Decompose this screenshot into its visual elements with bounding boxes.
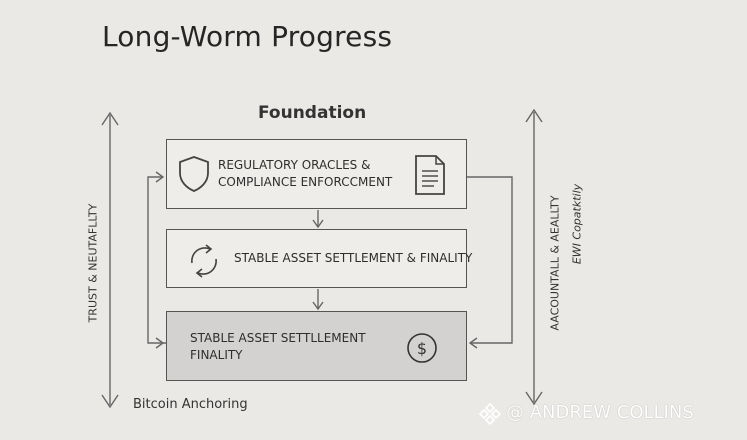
right-feedback-connector — [467, 176, 513, 344]
cycle-arrows-icon — [191, 244, 217, 278]
layer-3-text: STABLE ASSET SETTLLEMENT FINALITY — [190, 330, 366, 364]
layer-1-text: REGULATORY ORACLES & COMPLIANCE ENFORCCM… — [218, 157, 392, 191]
layer-2-text: STABLE ASSET SETTLEMENT & FINALITY — [234, 250, 472, 267]
layer-regulatory-oracles — [166, 139, 467, 209]
foundation-heading: Foundation — [258, 103, 367, 123]
layer-settlement-finality — [166, 229, 467, 288]
layer-1-line-2: COMPLIANCE ENFORCCMENT — [218, 175, 393, 189]
left-feedback-connector — [147, 176, 166, 344]
layer-2-line-1: STABLE ASSET SETTLEMENT & FINALITY — [234, 251, 473, 265]
author-watermark: @ ANDREW COLLINS — [506, 402, 694, 423]
left-axis-label: TRUST & NEUTAFLLTY — [86, 203, 100, 323]
bitcoin-anchoring-label: Bitcoin Anchoring — [133, 397, 248, 412]
svg-text:$: $ — [417, 339, 427, 358]
layer-3-line-1: STABLE ASSET SETTLLEMENT — [190, 331, 366, 345]
binance-logo-icon — [478, 402, 502, 426]
dollar-coin-icon: $ — [407, 333, 437, 363]
right-axis-label-primary: AACOUNTALL & AEALLTY — [548, 195, 562, 331]
layer-settlement-base — [166, 311, 467, 381]
page-title: Long-Worm Progress — [102, 20, 393, 53]
layer-3-line-2: FINALITY — [190, 348, 243, 362]
shield-icon — [179, 156, 209, 192]
document-icon — [415, 155, 445, 195]
layer-1-line-1: REGULATORY ORACLES & — [218, 158, 371, 172]
right-axis-label-secondary: EWI Copatktily — [570, 183, 584, 265]
